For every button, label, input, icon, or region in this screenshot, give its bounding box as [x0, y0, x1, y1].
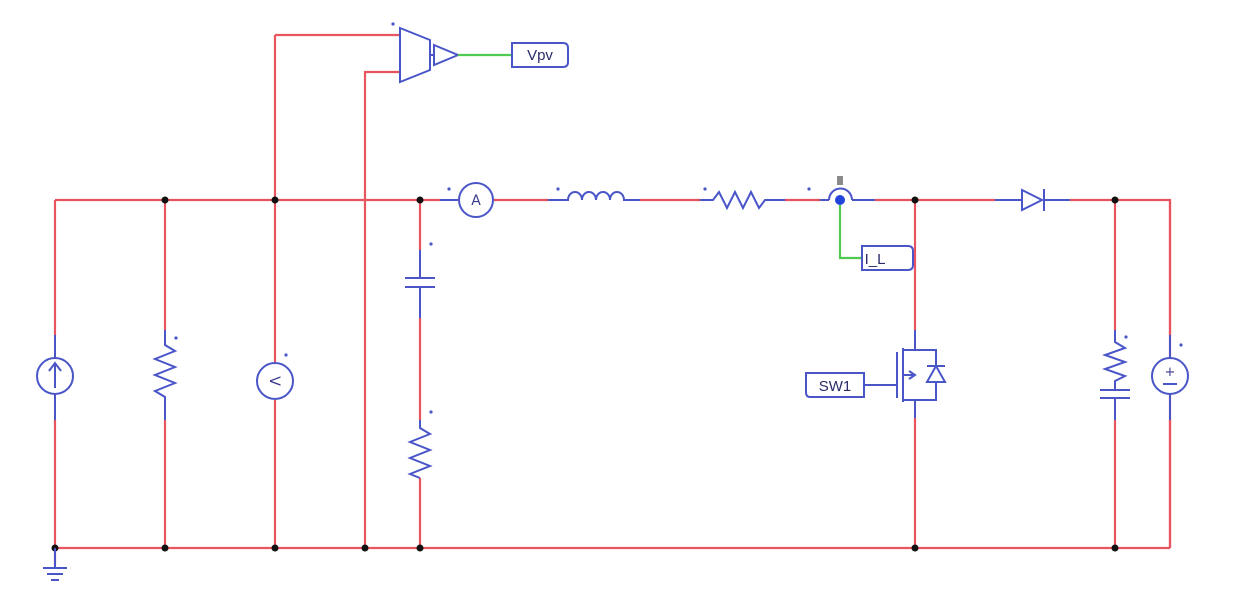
- vpv-label: Vpv: [527, 47, 553, 64]
- parallel-resistor-icon[interactable]: [152, 330, 178, 420]
- capacitor-esr-resistor-icon[interactable]: [407, 410, 433, 479]
- inductor-resistor-icon[interactable]: [700, 187, 785, 211]
- output-capacitor-icon[interactable]: [1100, 389, 1130, 420]
- ammeter-symbol: A: [471, 193, 481, 209]
- il-label: I_L: [865, 251, 886, 268]
- junction-node: [1111, 196, 1119, 204]
- current-source-icon[interactable]: [36, 335, 74, 420]
- junction-node: [161, 544, 169, 552]
- sw1-label: SW1: [819, 378, 852, 395]
- junction-node: [1111, 544, 1119, 552]
- diode-icon[interactable]: [995, 188, 1070, 212]
- sw1-label-tag[interactable]: SW1: [805, 372, 865, 398]
- il-label-tag[interactable]: I_L: [861, 245, 914, 271]
- inductor-icon[interactable]: [548, 187, 640, 201]
- junction-node: [911, 544, 919, 552]
- mosfet-switch-icon[interactable]: [864, 330, 947, 418]
- junction-node: [416, 544, 424, 552]
- ammeter-icon[interactable]: A: [440, 182, 494, 218]
- il-signal-wire: [838, 205, 862, 260]
- junction-node: [161, 196, 169, 204]
- voltage-sensor-icon[interactable]: [391, 22, 461, 84]
- junction-node: [271, 196, 279, 204]
- vpv-label-tag[interactable]: Vpv: [511, 42, 569, 68]
- dc-source-plus: +: [1165, 365, 1176, 380]
- output-resistor-icon[interactable]: [1101, 330, 1129, 390]
- input-capacitor-icon[interactable]: [405, 242, 435, 318]
- junction-node: [911, 196, 919, 204]
- voltmeter-icon[interactable]: V: [256, 353, 294, 400]
- voltmeter-symbol: V: [266, 376, 282, 386]
- ground-icon[interactable]: [43, 548, 67, 581]
- junction-nodes: [51, 196, 1119, 552]
- dc-voltage-source-icon[interactable]: +: [1151, 335, 1189, 420]
- wires: [53, 33, 1172, 565]
- junction-node: [416, 196, 424, 204]
- current-probe-icon[interactable]: [807, 176, 875, 205]
- sensor-bottom-feed: [363, 70, 400, 548]
- junction-node: [361, 544, 369, 552]
- junction-node: [271, 544, 279, 552]
